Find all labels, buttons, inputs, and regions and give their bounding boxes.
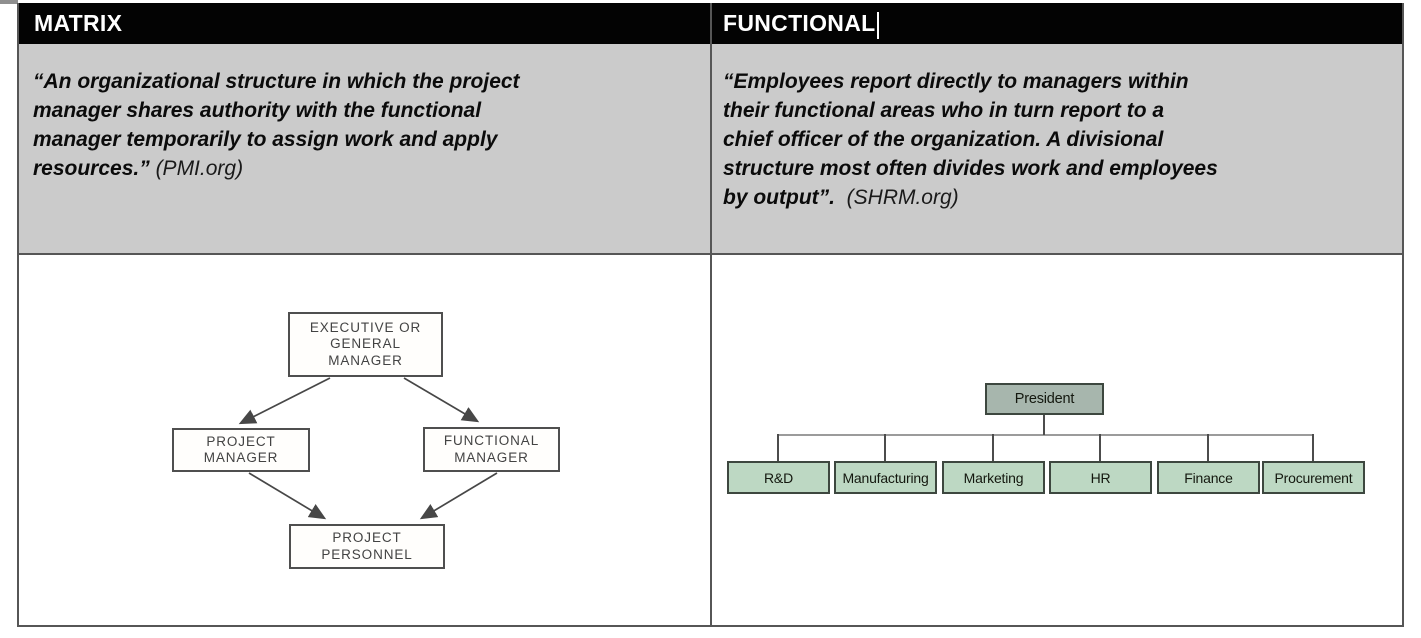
citation-shrm: (SHRM.org) <box>834 186 959 209</box>
text-cursor <box>877 12 880 39</box>
org-node-hr: HR <box>1049 461 1152 494</box>
org-node-president: President <box>985 383 1104 415</box>
org-node-project-manager: PROJECT MANAGER <box>172 428 310 472</box>
quote-line: manager shares authority with the functi… <box>33 99 482 122</box>
org-node-manufacturing: Manufacturing <box>834 461 937 494</box>
functional-header-label: FUNCTIONAL <box>723 10 876 36</box>
functional-org-chart[interactable]: President R&D Manufacturing Marketing HR… <box>712 255 1402 625</box>
quote-line: their functional areas who in turn repor… <box>723 99 1165 122</box>
quote-line: resources.” (PMI.org) <box>33 154 694 183</box>
quote-line: structure most often divides work and em… <box>723 157 1218 180</box>
quote-end: by output”. <box>723 186 835 209</box>
matrix-header-cell[interactable]: MATRIX <box>19 3 712 44</box>
matrix-definition-cell[interactable]: “An organizational structure in which th… <box>19 44 712 255</box>
quote-line: manager temporarily to assign work and a… <box>33 128 498 151</box>
org-node-marketing: Marketing <box>942 461 1045 494</box>
matrix-chart-arrows <box>238 377 498 520</box>
org-node-project-personnel: PROJECT PERSONNEL <box>289 524 445 569</box>
org-node-functional-manager: FUNCTIONAL MANAGER <box>423 427 560 472</box>
quote-line: chief officer of the organization. A div… <box>723 128 1164 151</box>
quote-line: “An organizational structure in which th… <box>33 70 520 93</box>
quote-line: by output”. (SHRM.org) <box>723 183 1392 212</box>
quote-line: “Employees report directly to managers w… <box>723 70 1189 93</box>
citation-pmi: (PMI.org) <box>149 157 244 180</box>
functional-definition-cell[interactable]: “Employees report directly to managers w… <box>712 44 1402 255</box>
top-left-edge-artifact <box>0 0 18 4</box>
quote-end: resources.” <box>33 157 150 180</box>
comparison-table: MATRIX FUNCTIONAL “An organizational str… <box>17 3 1404 627</box>
functional-chart-connectors <box>777 415 1314 461</box>
org-node-rd: R&D <box>727 461 830 494</box>
matrix-header-label: MATRIX <box>34 10 123 36</box>
matrix-org-chart[interactable]: EXECUTIVE OR GENERAL MANAGER PROJECT MAN… <box>19 255 712 625</box>
org-node-finance: Finance <box>1157 461 1260 494</box>
functional-header-cell[interactable]: FUNCTIONAL <box>712 3 1402 44</box>
org-node-executive-general-manager: EXECUTIVE OR GENERAL MANAGER <box>288 312 443 377</box>
org-node-procurement: Procurement <box>1262 461 1365 494</box>
